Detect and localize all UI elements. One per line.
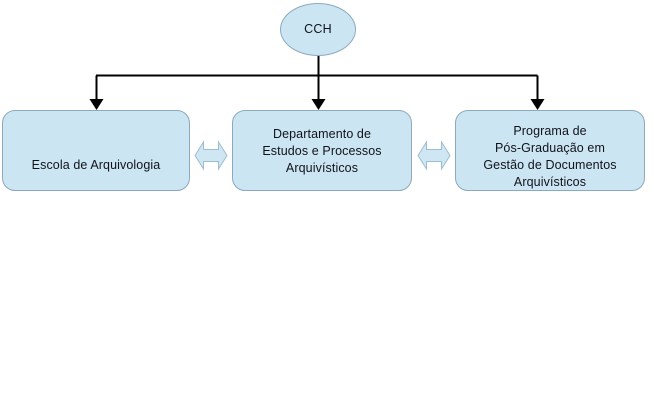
node-programa-label: Programa de Pós-Graduação em Gestão de D… bbox=[483, 124, 617, 189]
node-cch[interactable]: CCH bbox=[280, 3, 356, 56]
hierarchy-arrowheads bbox=[89, 99, 545, 110]
bidirectional-arrow-escola-departamento[interactable] bbox=[194, 133, 228, 178]
double-headed-arrow-icon bbox=[194, 140, 228, 171]
double-headed-arrow-icon bbox=[417, 140, 451, 171]
node-departamento-label: Departamento de Estudos e Processos Arqu… bbox=[262, 127, 382, 175]
hierarchy-bus-lines bbox=[95, 54, 539, 101]
node-departamento-estudos-processos-arquivisticos[interactable]: Departamento de Estudos e Processos Arqu… bbox=[232, 110, 412, 191]
node-escola-label: Escola de Arquivologia bbox=[31, 158, 161, 172]
node-programa-pos-graduacao-gestao-documentos[interactable]: Programa de Pós-Graduação em Gestão de D… bbox=[455, 110, 645, 191]
node-escola-de-arquivologia[interactable]: Escola de Arquivologia bbox=[2, 110, 190, 191]
arrowhead-down-escola bbox=[89, 99, 104, 110]
bidirectional-arrow-departamento-programa[interactable] bbox=[417, 133, 451, 178]
arrowhead-down-departamento bbox=[311, 99, 326, 110]
node-cch-label: CCH bbox=[304, 21, 332, 36]
arrowhead-down-programa bbox=[530, 99, 545, 110]
